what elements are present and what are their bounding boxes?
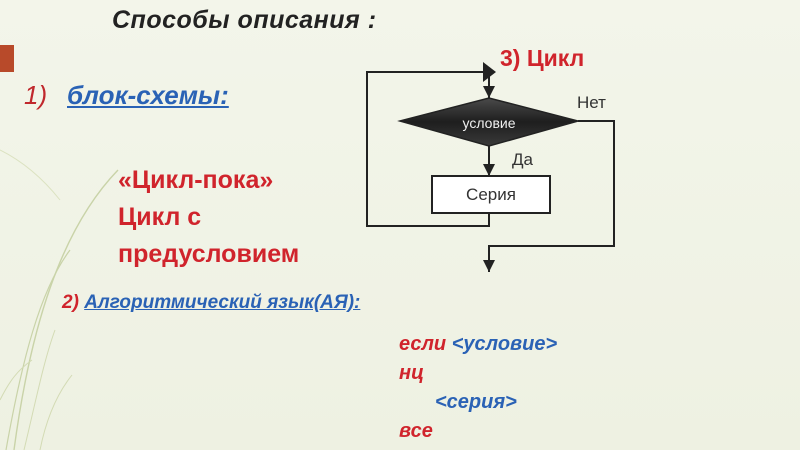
cycle-label: Цикл [526, 45, 585, 71]
code-line-4: все [399, 420, 433, 443]
section1-label: блок-схемы: [67, 80, 229, 110]
loop-desc-line1: Цикл с [118, 203, 202, 231]
series-text: Серия [466, 185, 516, 204]
code-series-arg: <серия> [435, 391, 517, 413]
cycle-heading: 3) Цикл [500, 45, 584, 72]
section2-number: 2) [62, 292, 79, 313]
decorative-lines [0, 149, 119, 450]
cycle-number: 3) [500, 45, 521, 71]
code-line-1: если <условие> [399, 333, 557, 356]
section2-label: Алгоритмический язык(АЯ): [84, 292, 361, 313]
yes-label: Да [512, 150, 534, 169]
arrow-down-icon [483, 86, 495, 98]
no-label: Нет [577, 93, 606, 112]
slide-title: Способы описания : [112, 6, 377, 34]
code-condition-arg: <условие> [451, 333, 558, 355]
loop-desc-line2: предусловием [118, 240, 300, 268]
code-line-2: нц [399, 362, 424, 385]
series-box [431, 175, 551, 214]
arrow-right-icon [483, 62, 496, 82]
accent-bar [0, 45, 14, 72]
no-line [488, 120, 615, 272]
arrow-down-icon [483, 260, 495, 272]
code-line-3: <серия> [435, 391, 517, 414]
section2: 2) Алгоритмический язык(АЯ): [62, 292, 360, 314]
loop-back-line [366, 71, 490, 227]
code-end-keyword: все [399, 420, 433, 442]
arrow-down-icon [483, 164, 495, 176]
section1-number: 1) [24, 80, 48, 110]
condition-diamond [397, 97, 581, 147]
condition-text: условие [463, 115, 516, 131]
code-if-keyword: если [399, 333, 447, 355]
code-loop-start-keyword: нц [399, 362, 424, 384]
loop-name: «Цикл-пока» [118, 166, 274, 194]
